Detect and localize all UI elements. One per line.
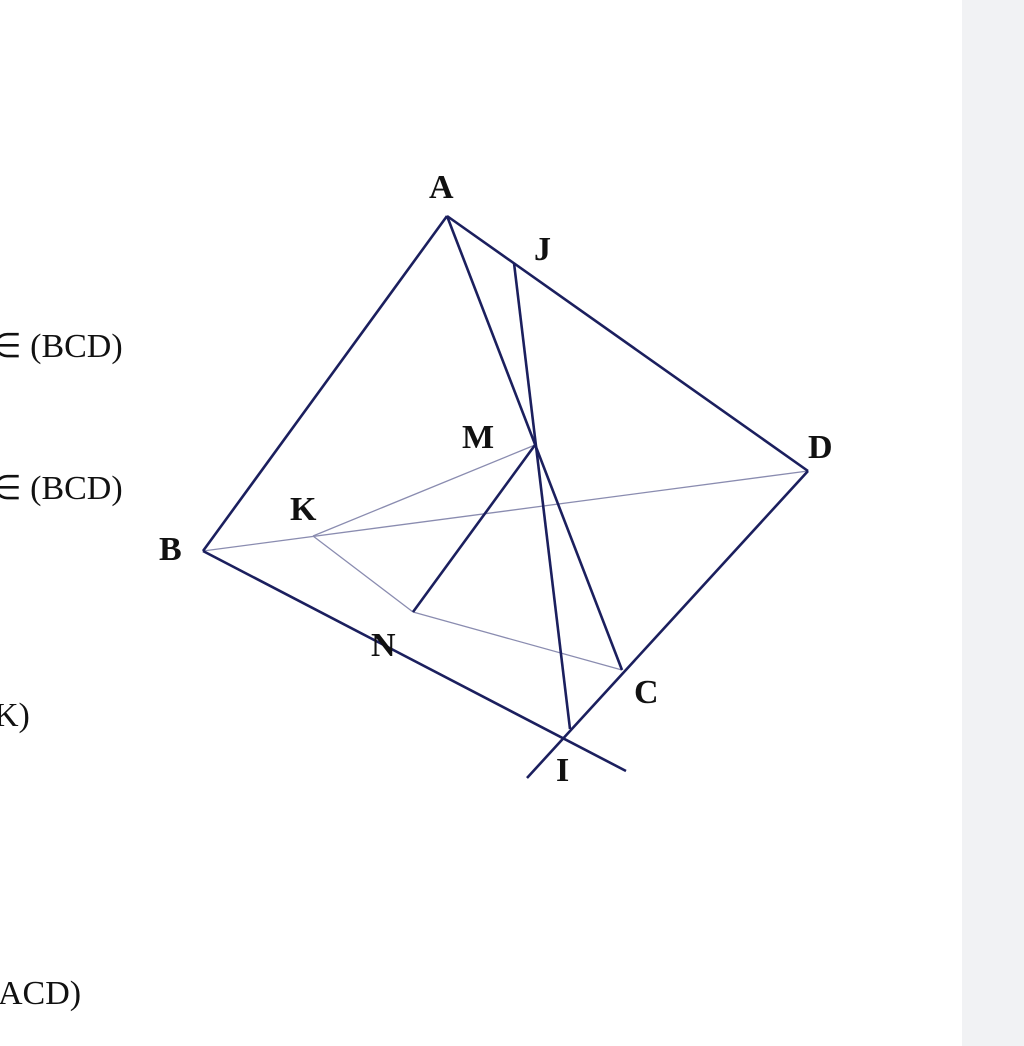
- label-D: D: [808, 429, 833, 466]
- label-N: N: [371, 627, 396, 664]
- label-J: J: [534, 231, 551, 268]
- text-fragment-3: K): [0, 697, 30, 734]
- line-NC: [412, 611, 623, 671]
- line-AD: [446, 214, 809, 473]
- text-fragment-1: ∈ (BCD): [0, 328, 123, 365]
- line-KM: [312, 444, 536, 537]
- text-fragment-2: ∈ (BCD): [0, 470, 123, 507]
- side-panel: [962, 0, 1024, 1046]
- label-K: K: [290, 491, 317, 528]
- label-M: M: [462, 419, 494, 456]
- line-BI: [202, 549, 627, 773]
- line-JI: [512, 262, 572, 730]
- label-B: B: [159, 531, 182, 568]
- line-BD: [202, 470, 809, 552]
- line-KN: [312, 535, 414, 613]
- line-DI: [526, 470, 809, 779]
- label-A: A: [429, 169, 454, 206]
- text-fragment-4: ACD): [0, 975, 82, 1012]
- line-AB: [201, 215, 449, 552]
- label-I: I: [556, 752, 569, 789]
- line-MN: [411, 444, 537, 613]
- label-C: C: [634, 674, 659, 711]
